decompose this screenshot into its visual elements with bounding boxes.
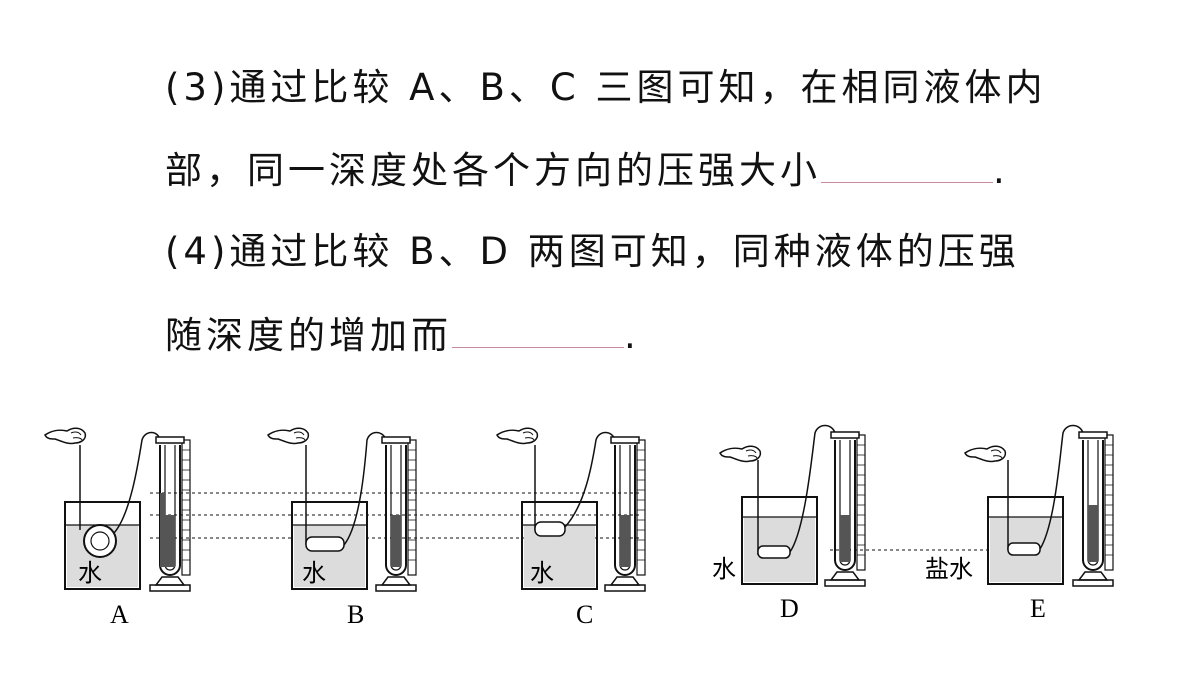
liquid-label-c: 水 [530, 560, 554, 587]
apparatus-b: 水 B [267, 427, 417, 629]
figure-label-e: E [1030, 594, 1046, 623]
question-4-line-2: 随深度的增加而. [165, 314, 640, 358]
period: . [624, 314, 640, 357]
figure-label-d: D [780, 594, 799, 623]
answer-blank-4[interactable] [452, 317, 624, 348]
apparatus-d: 水 D [712, 424, 866, 623]
pressure-experiment-figure: 水 A 水 B 水 C [44, 424, 1114, 629]
question-3-line-2-text: 部，同一深度处各个方向的压强大小 [165, 149, 821, 192]
question-4-line-1: (4)通过比较 B、D 两图可知，同种液体的压强 [165, 230, 1020, 273]
apparatus-a: 水 A [44, 427, 191, 629]
answer-blank-3[interactable] [821, 152, 993, 183]
liquid-label-a: 水 [78, 560, 102, 587]
figure-label-c: C [576, 600, 593, 629]
figure-label-a: A [110, 600, 129, 629]
question-3-line-2: 部，同一深度处各个方向的压强大小. [165, 149, 1009, 193]
apparatus-c: 水 C [496, 427, 646, 629]
liquid-label-d: 水 [712, 556, 736, 583]
figure-label-b: B [347, 600, 364, 629]
question-4-line-2-text: 随深度的增加而 [165, 314, 452, 357]
apparatus-e: 盐水 E [925, 424, 1114, 623]
question-3-line-1: (3)通过比较 A、B、C 三图可知，在相同液体内 [165, 66, 1047, 109]
liquid-label-e: 盐水 [925, 556, 973, 583]
period: . [993, 149, 1009, 192]
liquid-label-b: 水 [302, 560, 326, 587]
